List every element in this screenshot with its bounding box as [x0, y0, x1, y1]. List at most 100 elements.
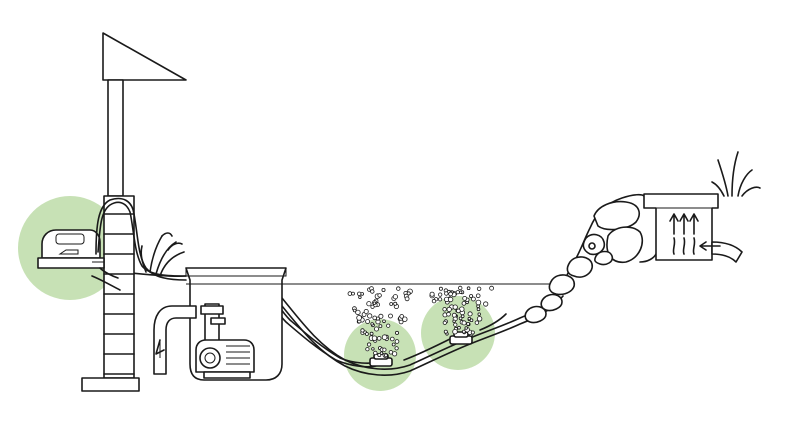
air-bubble: [372, 301, 377, 305]
air-bubble: [452, 319, 456, 323]
air-bubble: [382, 319, 386, 324]
air-bubble: [489, 285, 495, 291]
air-bubble: [437, 297, 443, 302]
air-bubble: [376, 336, 382, 341]
air-bubble: [457, 325, 461, 330]
air-bubble: [373, 326, 379, 332]
air-bubble: [447, 296, 454, 303]
air-bubble: [451, 312, 457, 318]
air-bubble: [466, 321, 471, 326]
air-bubble: [379, 351, 384, 355]
air-bubble: [389, 302, 394, 306]
air-bubble: [452, 304, 458, 310]
air-bubble: [360, 328, 365, 333]
air-bubble: [399, 314, 405, 319]
air-bubble: [382, 347, 387, 352]
air-bubble: [360, 292, 365, 296]
air-bubble: [477, 312, 481, 316]
air-bubble: [404, 296, 410, 302]
air-bubble: [442, 307, 447, 312]
air-bubble: [469, 294, 474, 299]
air-bubble: [377, 352, 382, 357]
air-bubble: [383, 353, 388, 358]
air-bubble: [367, 313, 373, 319]
air-bubble: [371, 347, 375, 351]
air-bubble: [356, 315, 362, 321]
air-bubble: [366, 342, 372, 347]
air-bubble: [394, 330, 399, 335]
air-bubble: [458, 316, 463, 321]
air-bubble: [389, 336, 395, 342]
air-bubble: [467, 311, 473, 317]
air-bubble: [476, 286, 482, 291]
shelter-roof: [102, 32, 187, 81]
air-bubble: [464, 326, 468, 330]
post-ladder: [103, 195, 135, 379]
air-bubble: [378, 324, 383, 329]
air-bubble: [431, 298, 437, 304]
grass-tuft-right: [711, 151, 761, 197]
air-bubble: [358, 295, 362, 299]
air-bubbles: [347, 285, 495, 358]
rock-ledge: [524, 193, 657, 324]
air-bubble: [378, 313, 384, 319]
air-bubble: [456, 308, 461, 314]
air-bubble: [381, 287, 386, 292]
air-bubble: [461, 320, 467, 326]
air-bubble: [371, 335, 378, 341]
air-bubble: [394, 346, 399, 351]
air-bubble: [446, 306, 452, 312]
air-bubble: [475, 293, 481, 299]
rain-shelter-post: [81, 32, 187, 392]
air-bubble: [443, 329, 448, 334]
air-bubble: [455, 290, 460, 295]
air-bubble: [474, 320, 480, 325]
air-bubble: [470, 296, 476, 302]
air-bubble: [446, 311, 451, 317]
air-bubble: [364, 332, 369, 336]
air-bubble: [452, 329, 458, 335]
air-bubble: [438, 286, 443, 291]
air-bubble: [442, 320, 447, 325]
air-bubble: [467, 316, 471, 321]
air-bubble: [429, 291, 435, 297]
air-bubble: [466, 286, 471, 291]
air-bubble: [459, 290, 463, 294]
return-pipe: [153, 305, 197, 375]
air-bubble: [386, 323, 391, 328]
air-bubble: [453, 322, 458, 327]
post-upper: [107, 79, 124, 197]
air-bubble: [372, 315, 378, 321]
air-bubble: [444, 291, 449, 296]
air-bubble: [438, 292, 443, 297]
air-bubble: [369, 331, 374, 336]
air-bubble: [396, 286, 401, 291]
air-bubble: [394, 339, 400, 344]
air-bubble: [476, 316, 483, 322]
air-bubble: [461, 301, 467, 306]
biofalls-filter: [643, 193, 719, 261]
submersible-pump: [195, 339, 255, 379]
air-bubble: [355, 309, 361, 316]
air-bubble: [366, 301, 372, 307]
air-bubble: [363, 308, 369, 314]
grass-tuft-left: [140, 232, 185, 277]
air-bubble: [373, 350, 378, 356]
air-bubble: [406, 291, 411, 296]
air-pump: [37, 229, 121, 291]
air-bubble: [458, 285, 463, 291]
air-bubble: [470, 330, 475, 335]
air-bubble: [469, 318, 474, 323]
air-bubble: [483, 301, 489, 307]
air-bubble: [388, 350, 394, 355]
air-bubble: [476, 307, 481, 312]
air-bubble: [462, 295, 468, 301]
air-bubble: [448, 291, 453, 297]
air-bubble: [377, 293, 382, 298]
flow-arrows-icon: [669, 213, 699, 255]
air-bubble: [475, 299, 482, 306]
air-bubble: [381, 334, 388, 341]
air-bubble: [392, 294, 398, 300]
